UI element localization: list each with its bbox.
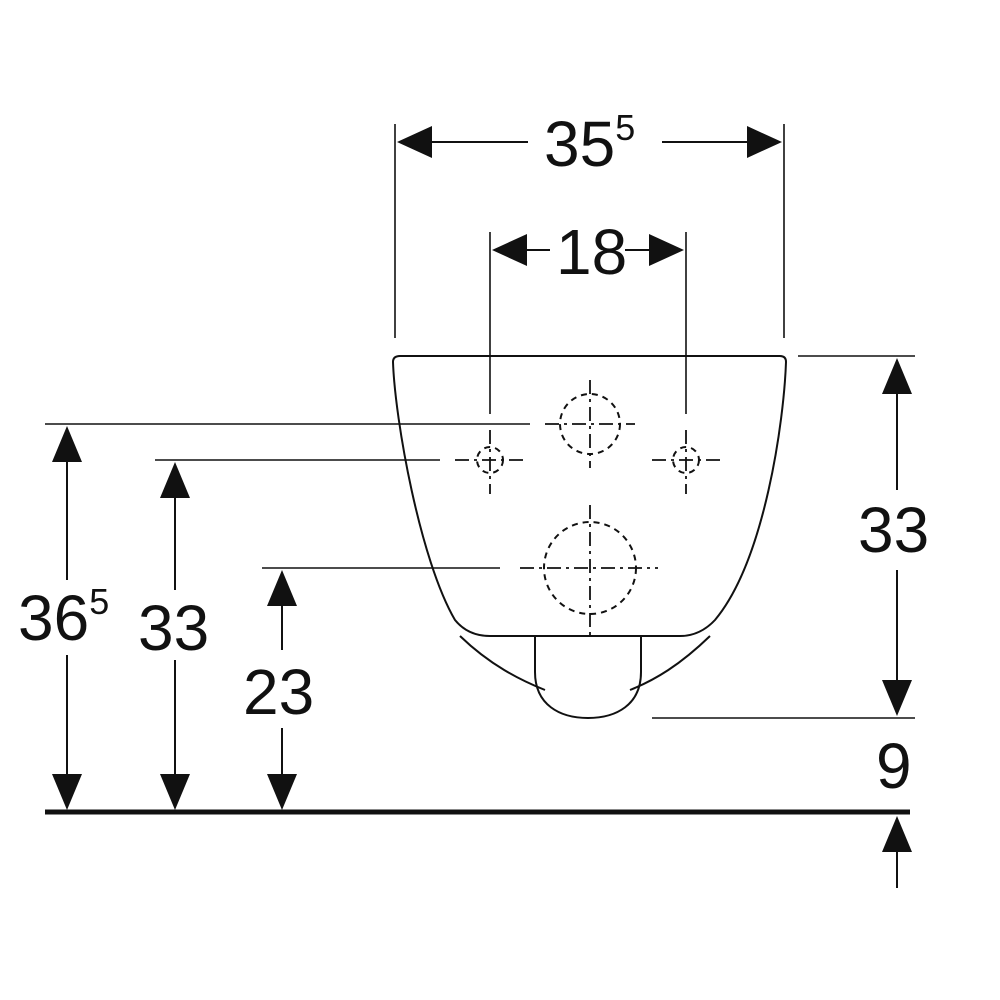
- waste-outlet: [520, 505, 658, 635]
- dim-overall-width: 355: [397, 107, 782, 180]
- side-fixing-height-label: 33: [138, 592, 209, 664]
- dim-fixing-spacing: 18: [492, 216, 684, 288]
- right-side-fixing: [652, 430, 720, 494]
- fixing-spacing-label: 18: [556, 216, 627, 288]
- overall-width-label: 355: [544, 107, 635, 180]
- left-side-fixing: [455, 430, 525, 494]
- bowl-height-label: 33: [858, 494, 929, 566]
- dim-clearance-bottom: 9: [876, 730, 912, 888]
- dim-side-fixing-height: 33: [138, 462, 209, 810]
- dim-fixing-height-left: 365: [18, 426, 109, 810]
- top-fixing-hole: [545, 380, 635, 468]
- dim-bowl-height: 33: [858, 358, 929, 716]
- toilet-outline: [391, 355, 788, 720]
- fixing-height-left-label: 365: [18, 581, 109, 654]
- extension-lines: [45, 124, 915, 719]
- waste-height-label: 23: [243, 656, 314, 728]
- dim-waste-height: 23: [243, 570, 314, 810]
- clearance-bottom-label: 9: [876, 730, 912, 802]
